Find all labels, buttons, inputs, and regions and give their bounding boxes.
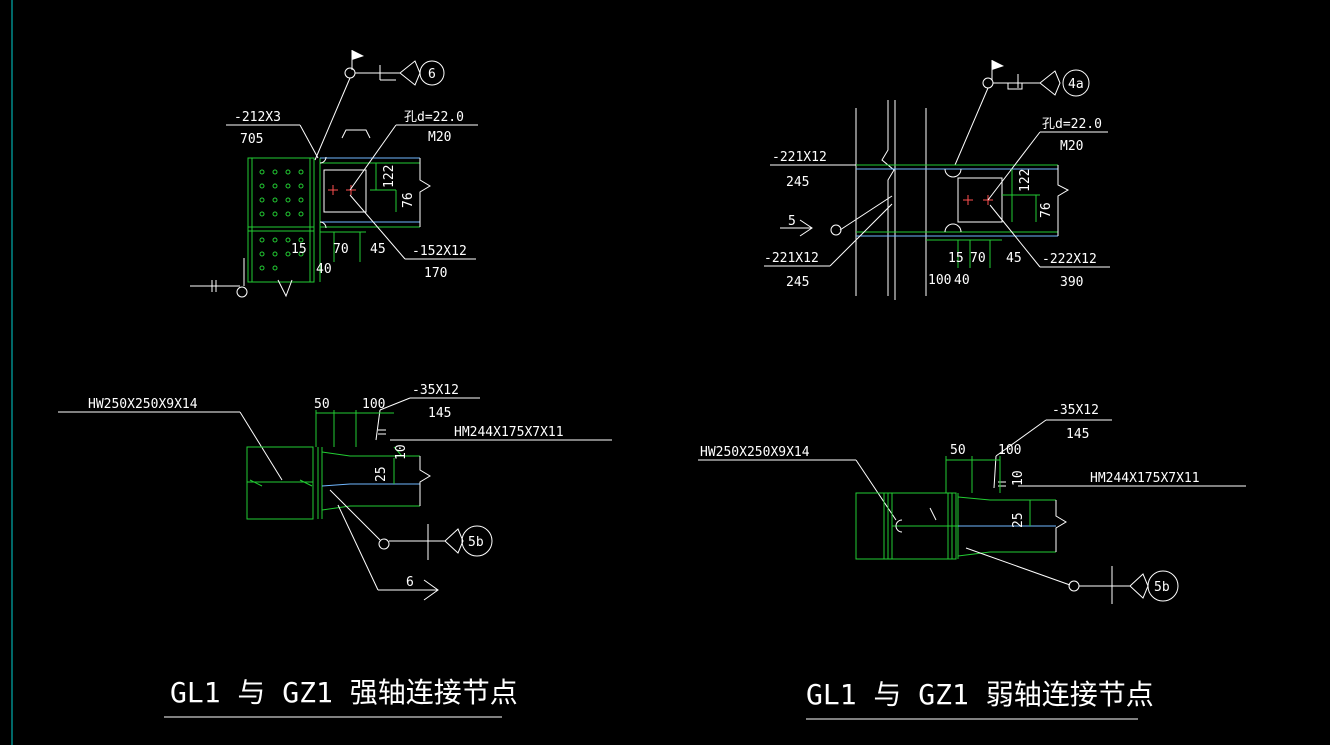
dim-40: 40 [954,273,970,288]
dim-100: 100 [998,443,1021,458]
label-plate-bot: -152X12 [412,244,467,259]
detail-ref-circle[interactable] [1062,69,1090,97]
detail-ref-circle[interactable] [1147,570,1179,602]
ref-label: 4a [1068,77,1084,92]
detail-d-weak-axis-elevation[interactable] [698,419,1246,604]
detail-d-labels: HW250X250X9X14 50 100 -35X12 145 HM244X1… [700,403,1200,595]
label-plate-bot: -222X12 [1042,252,1097,267]
dim-25: 25 [1011,512,1026,528]
dim-70: 70 [333,242,349,257]
drawing-titles: GL1 与 GZ1 强轴连接节点 GL1 与 GZ1 弱轴连接节点 [164,676,1154,720]
label-plate: -35X12 [1052,403,1099,418]
detail-ref-circle[interactable] [419,60,445,86]
label-beam: HM244X175X7X11 [1090,471,1200,486]
detail-a-strong-axis-plan[interactable] [190,50,478,298]
label-plate-top: -221X12 [772,150,827,165]
label-beam: HM244X175X7X11 [454,425,564,440]
label-plate: -35X12 [412,383,459,398]
label-weld: 6 [406,575,414,590]
flag-icon [992,60,1004,70]
dim-76: 76 [1039,202,1054,218]
dim-50: 50 [950,443,966,458]
label-weld: 5 [788,214,796,229]
detail-ref-circle[interactable] [461,525,493,557]
label-bolt: M20 [1060,139,1083,154]
dim-50: 50 [314,397,330,412]
dim-70: 70 [970,251,986,266]
label-plate-mid-len: 245 [786,275,809,290]
dim-76: 76 [401,192,416,208]
label-plate-bot-len: 170 [424,266,447,281]
dim-25: 25 [374,466,389,482]
label-plate-top: -212X3 [234,110,281,125]
label-plate-bot-len: 390 [1060,275,1083,290]
label-hole: 孔d=22.0 [404,110,464,125]
dim-10: 10 [1011,470,1026,486]
label-plate-top-len: 245 [786,175,809,190]
dim-100: 100 [928,273,951,288]
flag-icon [352,50,364,60]
dim-40: 40 [316,262,332,277]
label-bolt: M20 [428,130,451,145]
dim-122: 122 [1018,169,1033,192]
detail-b-weak-axis-plan[interactable] [764,60,1110,300]
label-hole: 孔d=22.0 [1042,117,1102,132]
label-column: HW250X250X9X14 [88,397,198,412]
ref-label: 5b [468,535,484,550]
label-column: HW250X250X9X14 [700,445,810,460]
dim-122: 122 [382,165,397,188]
title-weak-axis: GL1 与 GZ1 弱轴连接节点 [806,678,1154,711]
label-plate-len: 145 [1066,427,1089,442]
title-strong-axis: GL1 与 GZ1 强轴连接节点 [170,676,518,709]
label-plate-top-len: 705 [240,132,263,147]
dim-100: 100 [362,397,385,412]
dim-15: 15 [291,242,307,257]
label-plate-mid: -221X12 [764,251,819,266]
dim-15: 15 [948,251,964,266]
detail-c-strong-axis-elevation[interactable] [58,397,612,601]
ref-label: 5b [1154,580,1170,595]
dim-45: 45 [1006,251,1022,266]
dim-10: 10 [394,444,409,460]
detail-c-labels: HW250X250X9X14 50 100 -35X12 145 HM244X1… [88,383,564,590]
detail-b-labels: -221X12 245 5 -221X12 245 孔d=22.0 M20 -2… [764,77,1102,290]
ref-label: 6 [428,67,436,82]
label-plate-len: 145 [428,406,451,421]
detail-a-labels: -212X3 705 孔d=22.0 M20 -152X12 170 122 7… [234,67,467,281]
dim-45: 45 [370,242,386,257]
